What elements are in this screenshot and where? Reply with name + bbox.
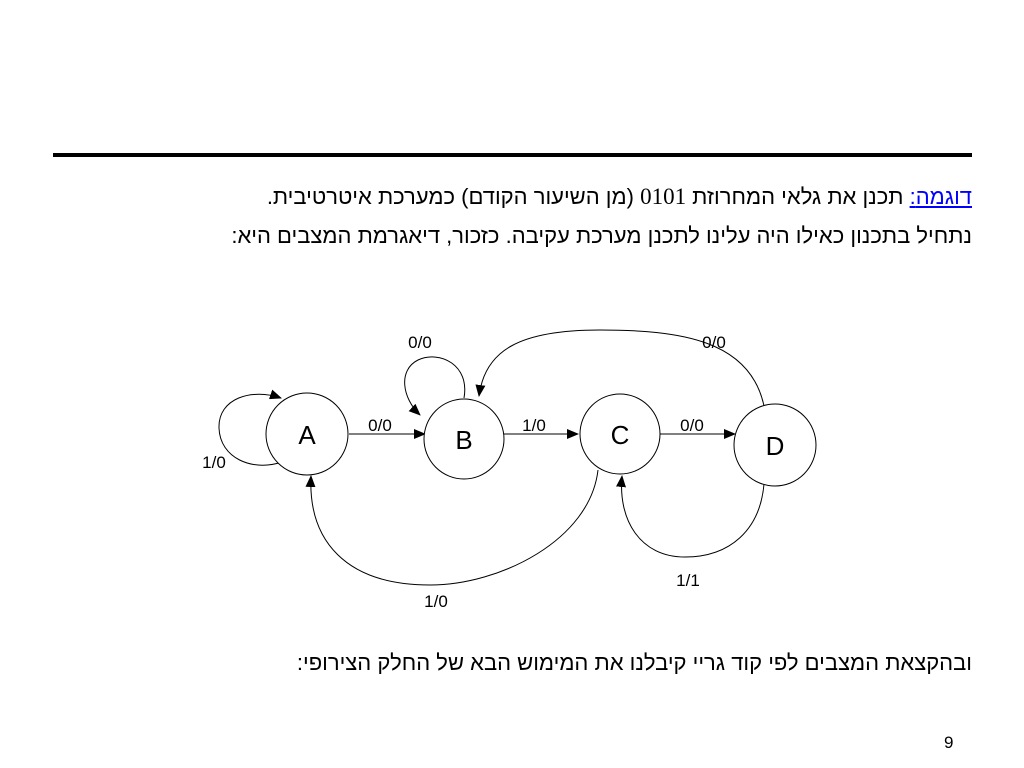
edge-label-d-b: 0/0	[702, 333, 726, 352]
edge-label-a-b: 0/0	[368, 416, 392, 435]
edge-label-b-c: 1/0	[522, 416, 546, 435]
example-colon: :	[909, 184, 916, 209]
edge-label-c-d: 0/0	[680, 416, 704, 435]
state-c-node	[579, 393, 661, 475]
page-number: 9	[944, 733, 954, 752]
edge-c-a	[305, 469, 599, 586]
edge-b-b	[404, 356, 466, 416]
state-a-label: A	[298, 420, 316, 450]
state-d-label: D	[766, 431, 785, 461]
intro-line: נתחיל בתכנון כאילו היה עלינו לתכנן מערכת…	[231, 223, 972, 248]
edge-a-a	[218, 389, 283, 466]
edge-label-c-a: 1/0	[424, 592, 448, 611]
state-d-node	[733, 403, 817, 487]
edge-label-a-a: 1/0	[202, 453, 226, 472]
edge-label-b-b: 0/0	[408, 333, 432, 352]
state-c-label: C	[611, 420, 630, 450]
sequence-number: 0101	[640, 184, 687, 209]
implementation-line: ובהקצאת המצבים לפי קוד גריי קיבלנו את המ…	[296, 650, 972, 675]
state-b-label: B	[455, 425, 472, 455]
edge-d-b	[475, 329, 765, 407]
state-a-node	[265, 392, 349, 476]
title-rule	[53, 153, 972, 157]
example-text-end: (מן השיעור הקודם) כמערכת איטרטיבית.	[266, 184, 641, 209]
state-b-node	[423, 398, 505, 480]
edge-d-c	[616, 475, 765, 558]
example-line: דוגמה: תכנן את גלאי המחרוזת 0101 (מן השי…	[267, 184, 972, 210]
example-text-start: תכנן את גלאי המחרוזת	[686, 184, 910, 209]
edge-label-d-c: 1/1	[676, 571, 700, 590]
example-keyword: דוגמה	[915, 184, 972, 209]
